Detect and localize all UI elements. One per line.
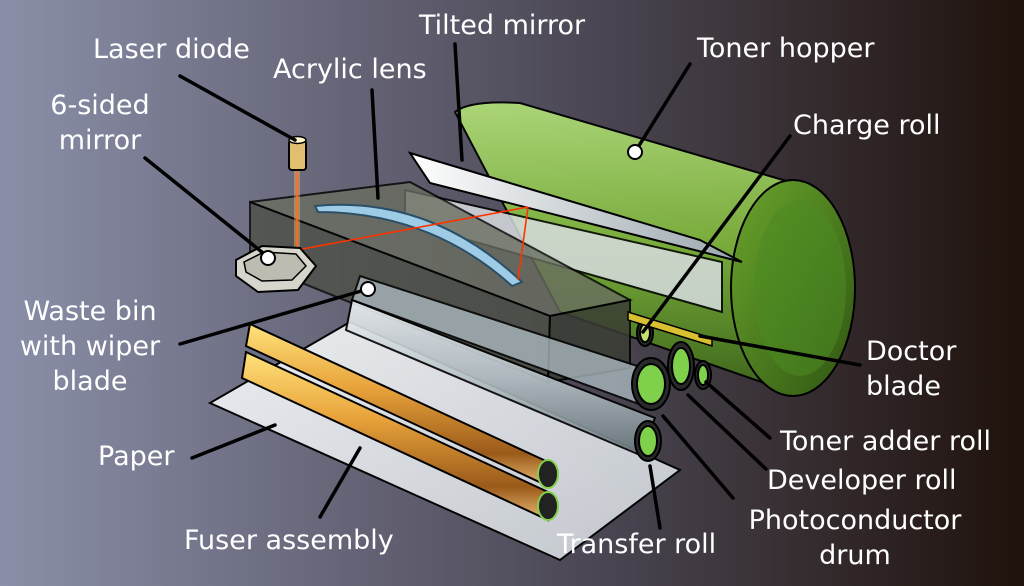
label-line: Waste bin	[23, 296, 157, 327]
label-doctor-blade: Doctor blade	[866, 334, 956, 404]
label-toner-hopper: Toner hopper	[697, 33, 875, 64]
tilted-mirror-shape	[407, 151, 743, 263]
label-laser-diode: Laser diode	[93, 34, 250, 65]
label-line: Photoconductor	[748, 505, 962, 536]
label-acrylic-lens: Acrylic lens	[273, 54, 427, 85]
label-six-sided-mirror: 6-sided mirror	[40, 88, 160, 158]
label-line: blade	[866, 371, 941, 402]
marker-dots	[260, 144, 643, 297]
label-line: blade	[52, 366, 128, 397]
label-fuser-assembly: Fuser assembly	[184, 525, 394, 556]
six-sided-mirror-shape	[235, 244, 318, 294]
label-transfer-roll: Transfer roll	[557, 529, 717, 560]
label-tilted-mirror: Tilted mirror	[419, 10, 586, 41]
label-line: 6-sided	[50, 90, 150, 121]
label-waste-bin: Waste bin with wiper blade	[10, 294, 170, 399]
label-photoconductor-drum: Photoconductor drum	[735, 503, 975, 573]
label-developer-roll: Developer roll	[767, 465, 957, 496]
doctor-blade-shape	[627, 310, 713, 348]
laser-diode-shape	[288, 135, 307, 171]
leader-lines	[143, 42, 862, 530]
label-toner-adder-roll: Toner adder roll	[780, 426, 991, 457]
label-paper: Paper	[98, 441, 175, 472]
label-line: drum	[819, 540, 891, 571]
acrylic-lens-shape	[313, 203, 524, 288]
label-line: mirror	[58, 125, 142, 156]
fuser-rolls-shape	[240, 322, 559, 522]
label-charge-roll: Charge roll	[793, 110, 941, 141]
label-line: Doctor	[866, 336, 957, 367]
laser-beam	[296, 168, 529, 281]
label-line: with wiper	[19, 331, 161, 362]
roll-end-caps	[631, 319, 712, 462]
